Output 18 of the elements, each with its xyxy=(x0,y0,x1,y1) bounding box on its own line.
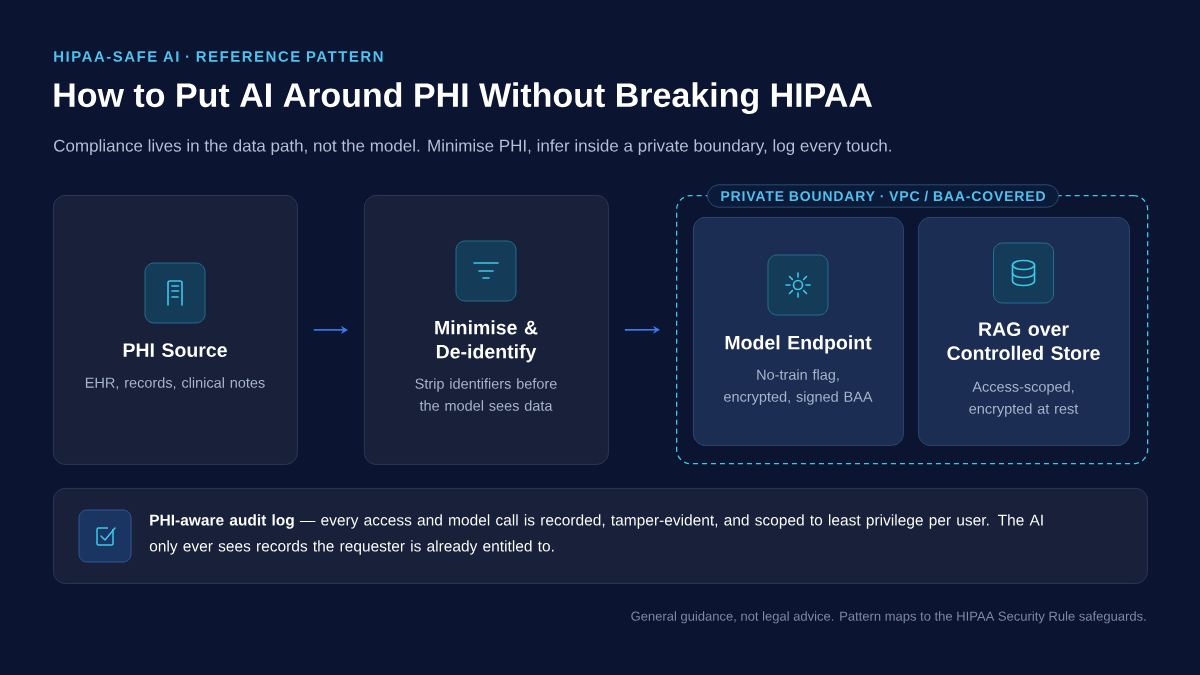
audit-text: PHI-aware audit log — every access and model call is recorded, tamper-evident, and scoped to least privilege per user. The AI only ever sees records the requester is already entitled to. xyxy=(149,514,1043,555)
card-title: RAG over Controlled Store xyxy=(947,322,1100,360)
process-card xyxy=(918,217,1130,446)
card-title: Model Endpoint xyxy=(725,335,872,354)
kicker: HIPAA-SAFE AI · REFERENCE PATTERN xyxy=(54,51,383,62)
audit-panel xyxy=(53,488,1148,584)
card-description: EHR, records, clinical notes xyxy=(85,377,265,390)
card-title: PHI Source xyxy=(123,343,227,357)
card-description: Access-scoped, encrypted at rest xyxy=(969,381,1079,417)
subtitle: Compliance lives in the data path, not the model. Minimise PHI, infer inside a private boundary, log every touch. xyxy=(54,139,891,156)
card-description: Strip identifiers before the model sees data xyxy=(415,378,557,411)
card-title: Minimise & De-identify xyxy=(435,320,538,363)
footnote: General guidance, not legal advice. Pattern maps to the HIPAA Security Rule safeguards. xyxy=(631,611,1146,624)
title: How to Put AI Around PHI Without Breaking HIPAA xyxy=(54,82,873,115)
card-description: No-train flag, encrypted, signed BAA xyxy=(724,369,873,405)
process-card xyxy=(693,217,904,446)
process-card xyxy=(364,195,609,465)
process-card xyxy=(53,195,298,465)
